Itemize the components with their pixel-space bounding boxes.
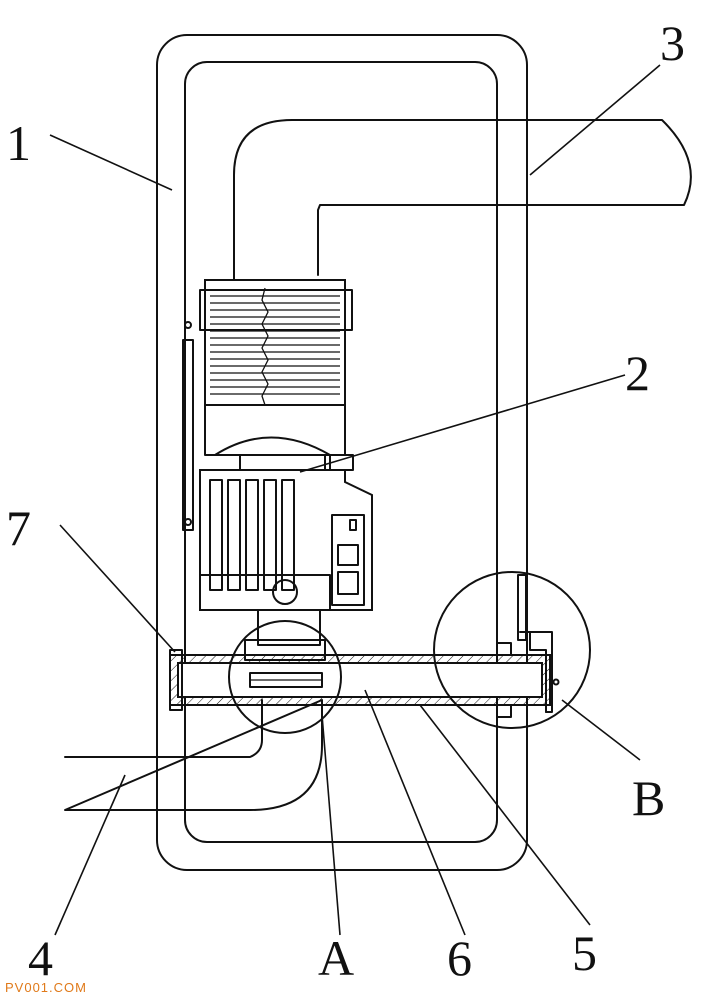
outlet-pipe — [233, 119, 692, 291]
label-7: 7 — [6, 500, 31, 556]
side-bracket — [182, 339, 194, 531]
label-2: 2 — [625, 345, 650, 401]
label-3: 3 — [660, 15, 685, 71]
watermark-text: PV001.COM — [5, 980, 87, 995]
finned-filter-unit — [199, 279, 353, 406]
label-a: A — [318, 930, 354, 986]
label-4: 4 — [28, 930, 53, 986]
left-end-cap — [169, 649, 183, 711]
drain-knob — [272, 579, 298, 605]
control-panel — [331, 514, 365, 606]
inlet-pipe — [64, 699, 323, 811]
label-5: 5 — [572, 925, 597, 981]
label-b: B — [632, 770, 665, 826]
label-6: 6 — [447, 930, 472, 986]
housing-inner-wall — [184, 61, 498, 843]
detail-circle-a — [228, 620, 342, 734]
collection-chamber — [177, 662, 543, 698]
pump-body — [199, 469, 373, 611]
detail-circle-b — [433, 571, 591, 729]
housing-outer-wall — [156, 34, 528, 871]
latch-assembly — [496, 574, 560, 718]
motor-neck — [204, 404, 354, 478]
label-1: 1 — [6, 115, 31, 171]
